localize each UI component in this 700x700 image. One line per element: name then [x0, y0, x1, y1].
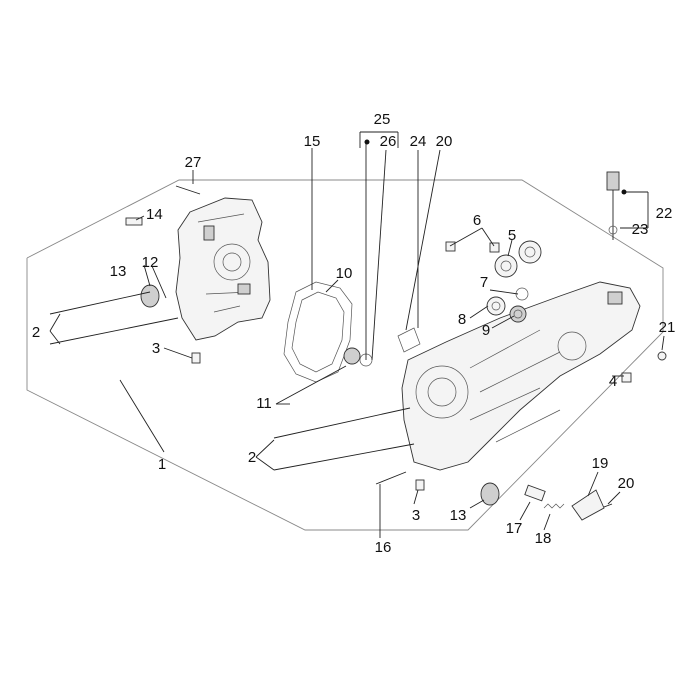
studs-2-right [273, 407, 415, 471]
label-5: 5 [508, 227, 516, 244]
label-20b: 20 [618, 475, 635, 492]
screw-16 [375, 471, 407, 485]
assembly-frame [26, 179, 664, 531]
dipstick-22 [606, 171, 620, 240]
spacer-17 [524, 484, 546, 502]
label-2a: 2 [32, 324, 40, 341]
label-6: 6 [473, 212, 481, 229]
label-24: 24 [410, 133, 427, 150]
plug-21 [657, 351, 667, 361]
label-17: 17 [506, 520, 523, 537]
left-crankcase-half [175, 197, 271, 341]
label-18: 18 [535, 530, 552, 547]
leader-lines [49, 131, 665, 538]
bush-6b [489, 242, 500, 253]
label-9: 9 [482, 322, 490, 339]
dowel-3a [191, 352, 201, 364]
breather-24 [397, 327, 421, 353]
label-4: 4 [609, 373, 617, 390]
label-25: 25 [374, 111, 391, 128]
label-12: 12 [142, 254, 159, 271]
spring-18 [543, 503, 565, 509]
label-22: 22 [656, 205, 673, 222]
bearing-8 [486, 296, 506, 316]
bush-6a [445, 241, 456, 252]
label-15: 15 [304, 133, 321, 150]
bearing-5a [494, 254, 518, 278]
label-8: 8 [458, 311, 466, 328]
label-19: 19 [592, 455, 609, 472]
silentblock-13b [480, 482, 500, 506]
label-3b: 3 [412, 507, 420, 524]
marker-dot-25 [364, 139, 370, 145]
label-14: 14 [146, 206, 163, 223]
label-7: 7 [480, 274, 488, 291]
label-21: 21 [659, 319, 676, 336]
label-23: 23 [632, 221, 649, 238]
label-1: 1 [158, 456, 166, 473]
oil-seal-25 [343, 347, 373, 367]
label-20a: 20 [436, 133, 453, 150]
dowel-3b [415, 479, 425, 491]
screw-27 [175, 185, 201, 195]
marker-dot-22 [621, 189, 627, 195]
o-ring-23 [608, 225, 618, 235]
right-crankcase-half [401, 281, 641, 471]
bearing-5b [518, 240, 542, 264]
label-26: 26 [380, 133, 397, 150]
bracket-19 [571, 489, 605, 521]
label-10: 10 [336, 265, 353, 282]
label-27: 27 [185, 154, 202, 171]
label-13a: 13 [110, 263, 127, 280]
label-3a: 3 [152, 340, 160, 357]
label-16: 16 [375, 539, 392, 556]
label-13b: 13 [450, 507, 467, 524]
crankcase-gasket [283, 281, 353, 383]
silentblock-13a [140, 284, 160, 308]
studs-2-left [49, 291, 179, 345]
label-2b: 2 [248, 449, 256, 466]
seal-9 [509, 305, 527, 323]
dowel-4 [621, 372, 632, 383]
label-11: 11 [256, 395, 272, 412]
part-labels: 27 14 13 12 2 3 15 10 25 26 24 20 6 5 7 … [32, 111, 676, 556]
screw-14 [125, 217, 143, 226]
